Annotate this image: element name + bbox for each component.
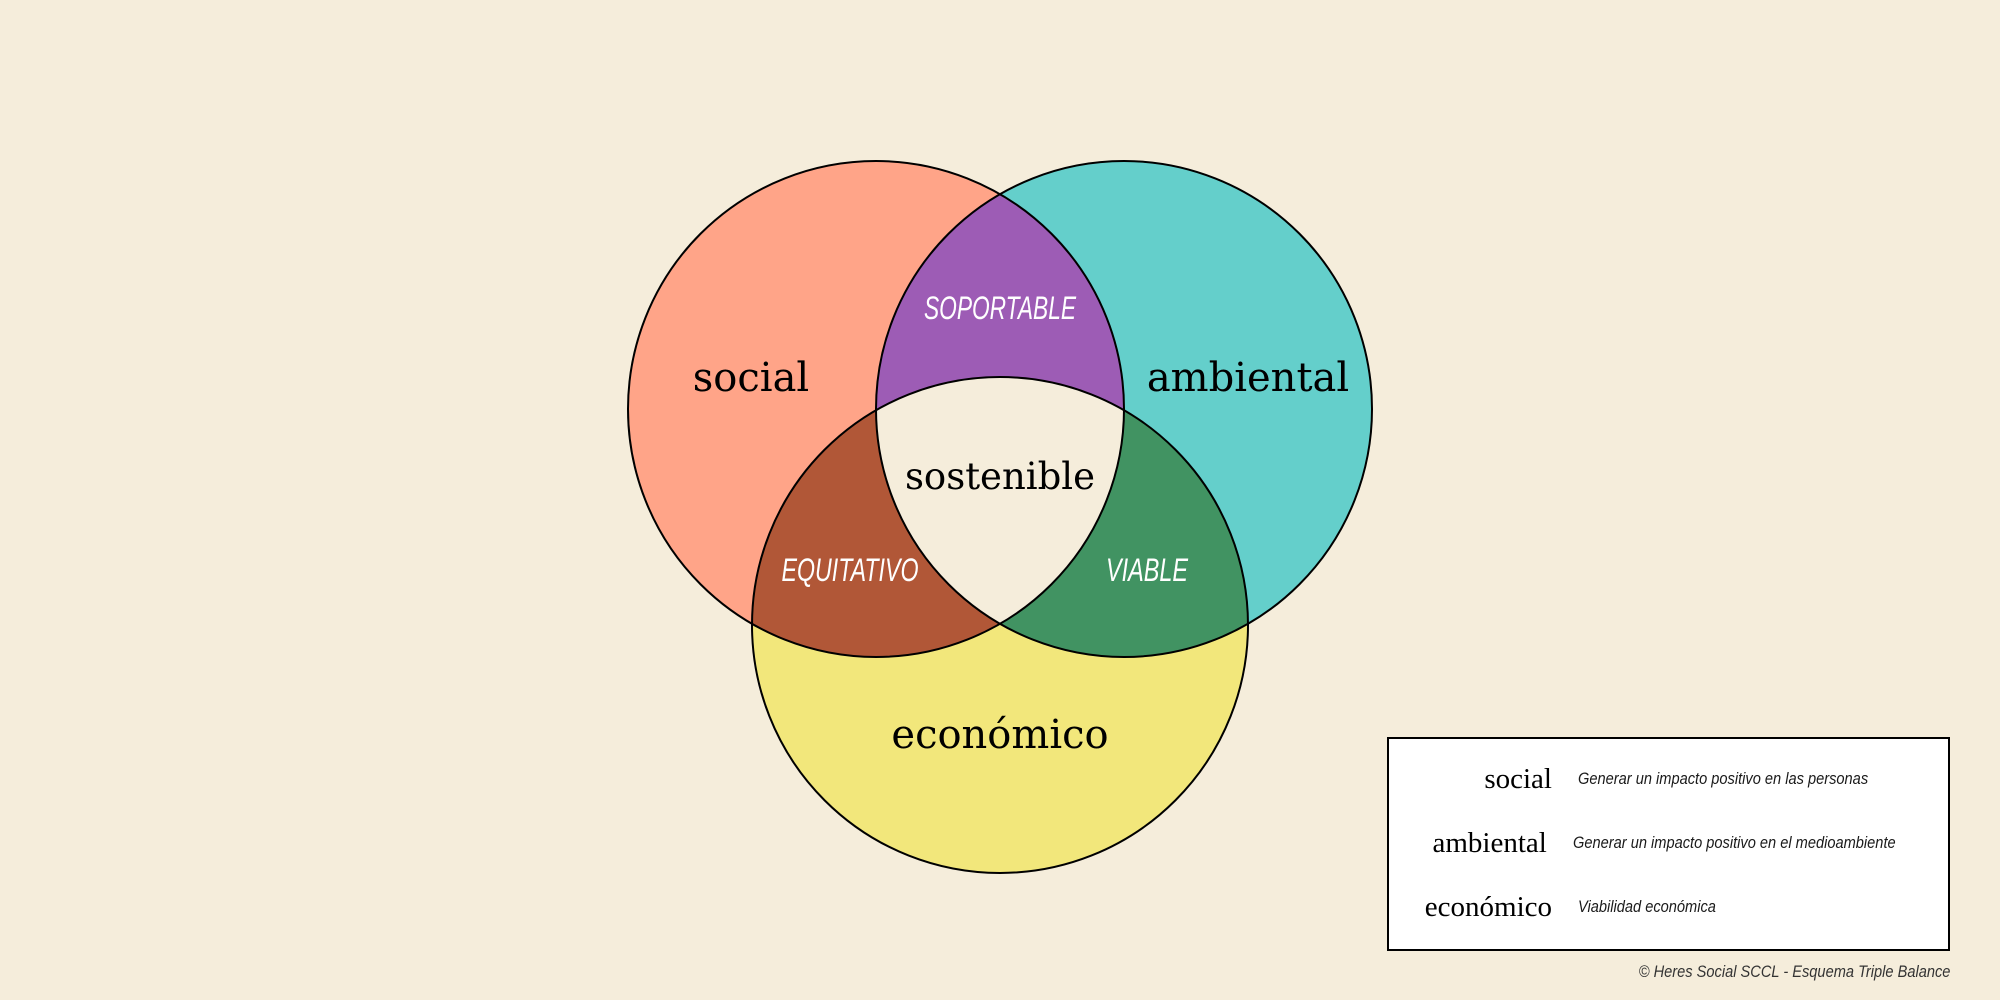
ambiental-label: ambiental xyxy=(1147,355,1349,401)
legend: social Generar un impacto positivo en la… xyxy=(1387,737,1950,951)
viable-label: VIABLE xyxy=(1106,552,1188,588)
legend-row-ambiental: ambiental Generar un impacto positivo en… xyxy=(1389,821,1948,865)
legend-term: ambiental xyxy=(1432,826,1547,859)
economico-label: económico xyxy=(891,712,1108,758)
ambiental-outline xyxy=(875,160,1373,658)
social-outline xyxy=(627,160,1125,658)
equitativo-label: EQUITATIVO xyxy=(782,552,919,588)
legend-description: Viabilidad económica xyxy=(1578,897,1716,916)
legend-row-economico: económico Viabilidad económica xyxy=(1389,885,1948,929)
legend-term: social xyxy=(1484,762,1552,795)
legend-term: económico xyxy=(1424,890,1552,923)
copyright-credit: © Heres Social SCCL - Esquema Triple Bal… xyxy=(1638,962,1950,981)
soportable-label: SOPORTABLE xyxy=(924,290,1076,326)
legend-row-social: social Generar un impacto positivo en la… xyxy=(1389,757,1948,801)
legend-description: Generar un impacto positivo en el medioa… xyxy=(1572,833,1896,852)
legend-description: Generar un impacto positivo en las perso… xyxy=(1578,769,1869,788)
social-label: social xyxy=(693,355,809,401)
economico-outline xyxy=(751,376,1249,874)
sostenible-label: sostenible xyxy=(905,455,1095,498)
